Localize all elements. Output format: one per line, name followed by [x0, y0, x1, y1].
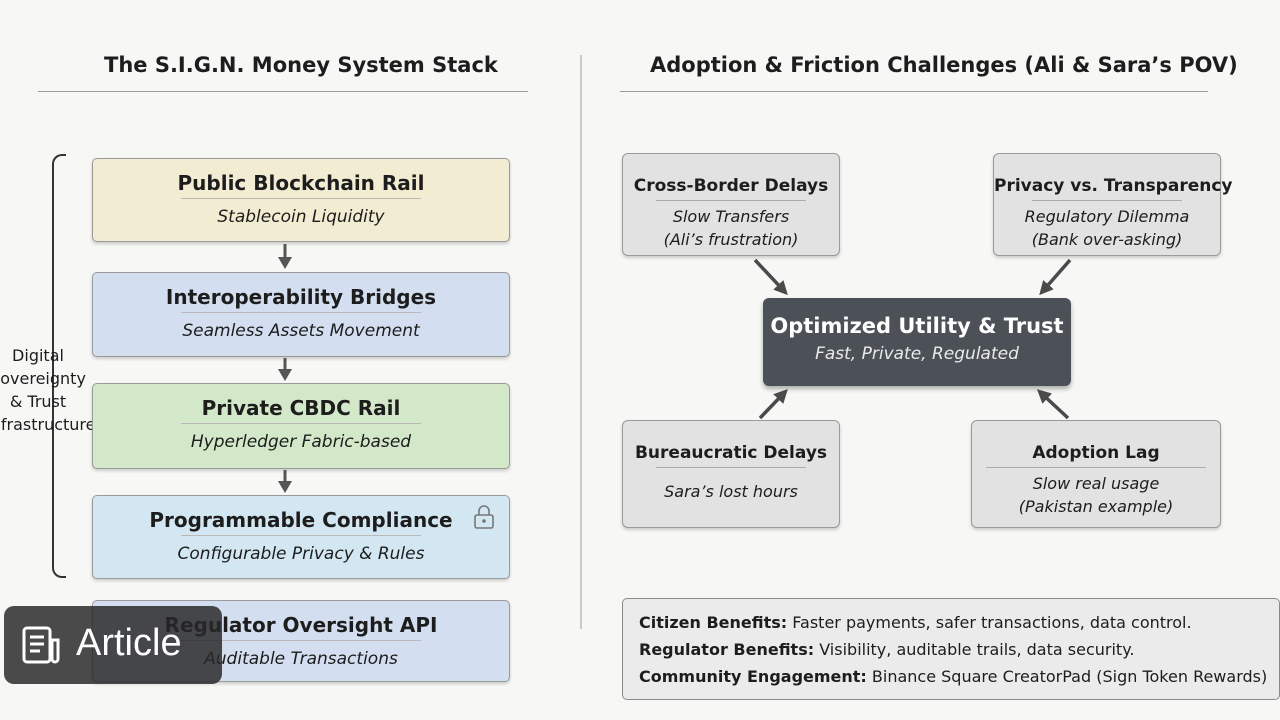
challenge-line: Slow real usage [1032, 474, 1160, 493]
arrow-bureaucratic-to-center [758, 388, 788, 420]
center-subtitle: Fast, Private, Regulated [815, 344, 1019, 364]
center-title: Optimized Utility & Trust [770, 314, 1064, 338]
challenge-rule [656, 200, 806, 201]
benefit-label: Community Engagement: [639, 667, 867, 686]
challenge-rule [656, 467, 806, 468]
benefit-text: Faster payments, safer transactions, dat… [787, 613, 1192, 632]
brace-label-line: & Trust [9, 392, 67, 411]
layer-title: Interoperability Bridges [165, 285, 437, 309]
layer-private-cbdc-rail: Private CBDC Rail Hyperledger Fabric-bas… [92, 383, 510, 469]
challenge-privacy-vs-transparency: Privacy vs. Transparency Regulatory Dile… [993, 153, 1233, 256]
layer-subtitle: Configurable Privacy & Rules [177, 544, 425, 564]
layer-subtitle: Seamless Assets Movement [182, 321, 420, 341]
brace-label-line: Digital [12, 346, 64, 365]
challenge-cross-border-delays: Cross-Border Delays Slow Transfers (Ali’… [622, 153, 840, 256]
panel-divider [580, 55, 582, 629]
benefit-text: Binance Square CreatorPad (Sign Token Re… [866, 667, 1268, 686]
challenge-title: Bureaucratic Delays [634, 443, 828, 463]
challenge-bureaucratic-delays: Bureaucratic Delays Sara’s lost hours [622, 420, 840, 528]
layer-rule [181, 640, 421, 641]
challenge-line: (Pakistan example) [1018, 497, 1174, 516]
brace-label-line: Infrastructure [0, 415, 96, 434]
right-title-rule [620, 91, 1208, 92]
challenge-title: Cross-Border Delays [633, 176, 829, 196]
challenge-adoption-lag: Adoption Lag Slow real usage (Pakistan e… [971, 420, 1221, 528]
down-arrow [278, 358, 292, 381]
challenge-rule [986, 467, 1206, 468]
layer-rule [181, 423, 421, 424]
layer-rule [181, 535, 421, 536]
article-chip[interactable]: Article [4, 606, 222, 684]
benefit-label: Regulator Benefits: [639, 640, 815, 659]
benefit-row: Regulator Benefits: Visibility, auditabl… [639, 636, 1279, 663]
challenge-line: Regulatory Dilemma [1024, 207, 1190, 226]
challenge-rule [1032, 200, 1182, 201]
benefits-box: Citizen Benefits: Faster payments, safer… [622, 598, 1280, 700]
layer-programmable-compliance: Programmable Compliance Configurable Pri… [92, 495, 510, 579]
challenge-line: (Bank over-asking) [1031, 230, 1183, 249]
layer-rule [181, 312, 421, 313]
arrow-privacy-to-center [1039, 258, 1072, 296]
layer-title: Programmable Compliance [149, 508, 453, 532]
arrow-adoption-to-center [1036, 389, 1070, 420]
down-arrow [278, 244, 292, 269]
challenge-title: Adoption Lag [1032, 443, 1160, 463]
layer-rule [181, 198, 421, 199]
benefit-text: Visibility, auditable trails, data secur… [814, 640, 1135, 659]
layer-subtitle: Stablecoin Liquidity [217, 207, 385, 227]
article-label: Article [76, 622, 182, 664]
challenge-line: Sara’s lost hours [664, 482, 798, 501]
challenge-line: Slow Transfers [672, 207, 790, 226]
down-arrow [278, 470, 292, 493]
connector-arrows [753, 258, 1072, 420]
challenge-title: Privacy vs. Transparency [994, 176, 1233, 196]
right-panel-title: Adoption & Friction Challenges (Ali & Sa… [650, 53, 1238, 77]
arrow-cross-border-to-center [753, 258, 788, 296]
layer-subtitle: Hyperledger Fabric-based [190, 432, 412, 452]
benefit-label: Citizen Benefits: [639, 613, 788, 632]
left-panel-title: The S.I.G.N. Money System Stack [104, 53, 498, 77]
brace-label: Digital Sovereignty & Trust Infrastructu… [0, 344, 96, 436]
stack-brace [52, 154, 66, 578]
layer-title: Public Blockchain Rail [177, 171, 425, 195]
article-icon [22, 626, 60, 664]
benefit-row: Citizen Benefits: Faster payments, safer… [639, 609, 1279, 636]
left-title-rule [38, 91, 528, 92]
layer-title: Private CBDC Rail [201, 396, 401, 420]
lock-icon [474, 505, 494, 529]
challenge-line: (Ali’s frustration) [663, 230, 799, 249]
layer-subtitle: Auditable Transactions [204, 649, 398, 669]
layer-interoperability-bridges: Interoperability Bridges Seamless Assets… [92, 272, 510, 357]
center-optimized-utility-trust: Optimized Utility & Trust Fast, Private,… [763, 298, 1071, 386]
benefit-row: Community Engagement: Binance Square Cre… [639, 663, 1279, 690]
layer-public-blockchain-rail: Public Blockchain Rail Stablecoin Liquid… [92, 158, 510, 242]
brace-label-line: Sovereignty [0, 369, 86, 388]
